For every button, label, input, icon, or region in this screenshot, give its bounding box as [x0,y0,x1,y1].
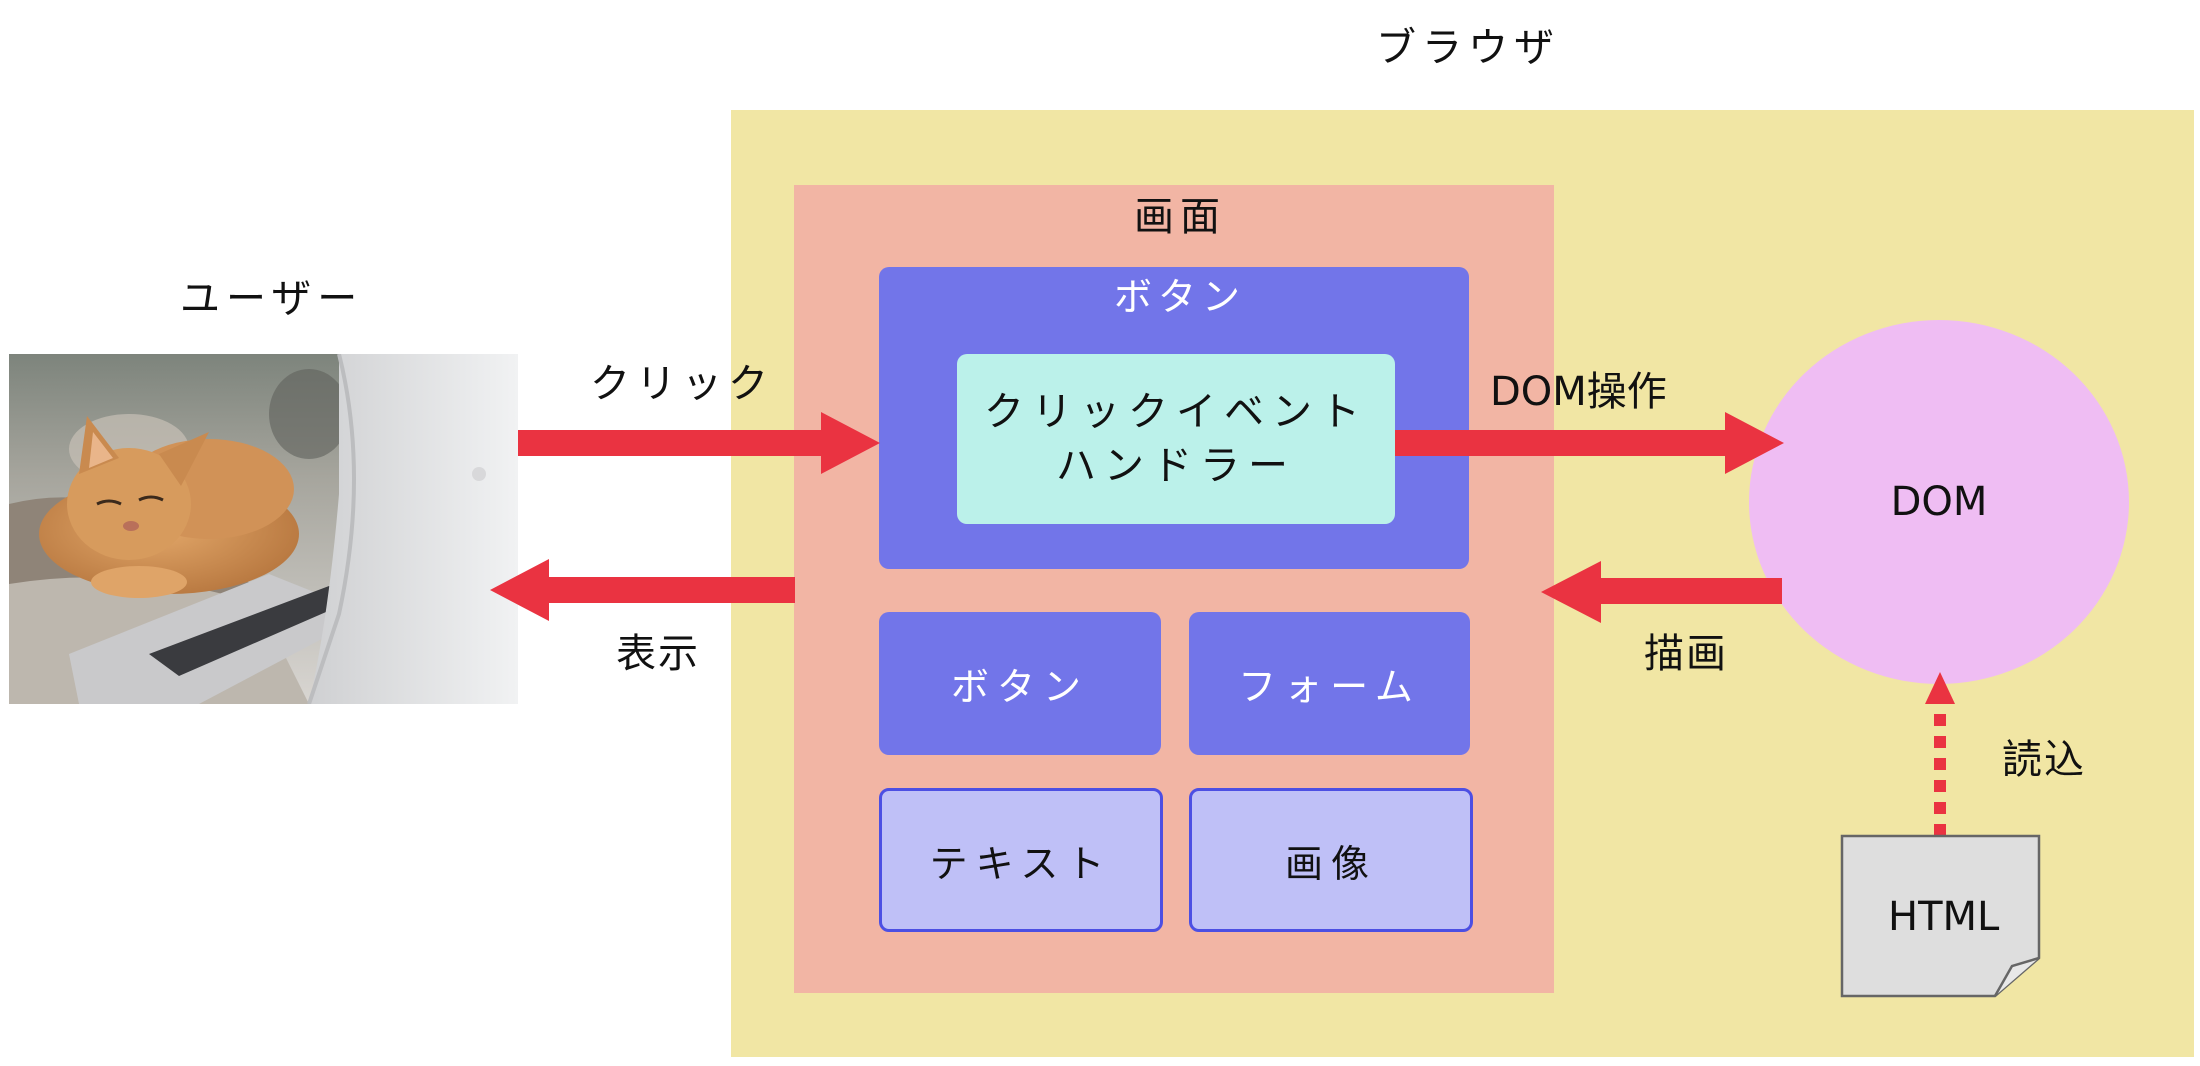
dom-operation-arrow [1395,412,1784,474]
screen-label: 画面 [1134,194,1226,240]
form-node: フォーム [1189,612,1470,755]
load-label: 読込 [2002,737,2086,783]
display-label: 表示 [616,631,700,677]
image-node: 画像 [1189,788,1473,932]
button-node-label: ボタン [1114,275,1247,319]
dom-node: DOM [1749,320,2129,684]
user-label: ユーザー [180,276,364,322]
button-node-2: ボタン [879,612,1161,755]
cat-with-laptop-image [9,354,518,704]
dom-operation-label: DOM操作 [1490,369,1667,415]
click-label: クリック [590,361,774,407]
html-label: HTML [1888,894,2000,940]
handler-line-1: クリックイベント [984,389,1368,435]
text-node: テキスト [879,788,1163,932]
display-arrow [490,559,795,621]
click-arrow [518,412,880,474]
render-label: 描画 [1644,631,1728,677]
handler-line-2: ハンドラー [1056,443,1296,489]
load-arrow [1925,672,1955,836]
dom-label: DOM [1890,479,1988,525]
click-event-handler-node: クリックイベント ハンドラー [957,354,1395,524]
render-arrow [1541,561,1782,623]
html-document [1840,834,2041,998]
browser-label: ブラウザ [1376,25,1560,71]
user-photo [9,354,518,704]
